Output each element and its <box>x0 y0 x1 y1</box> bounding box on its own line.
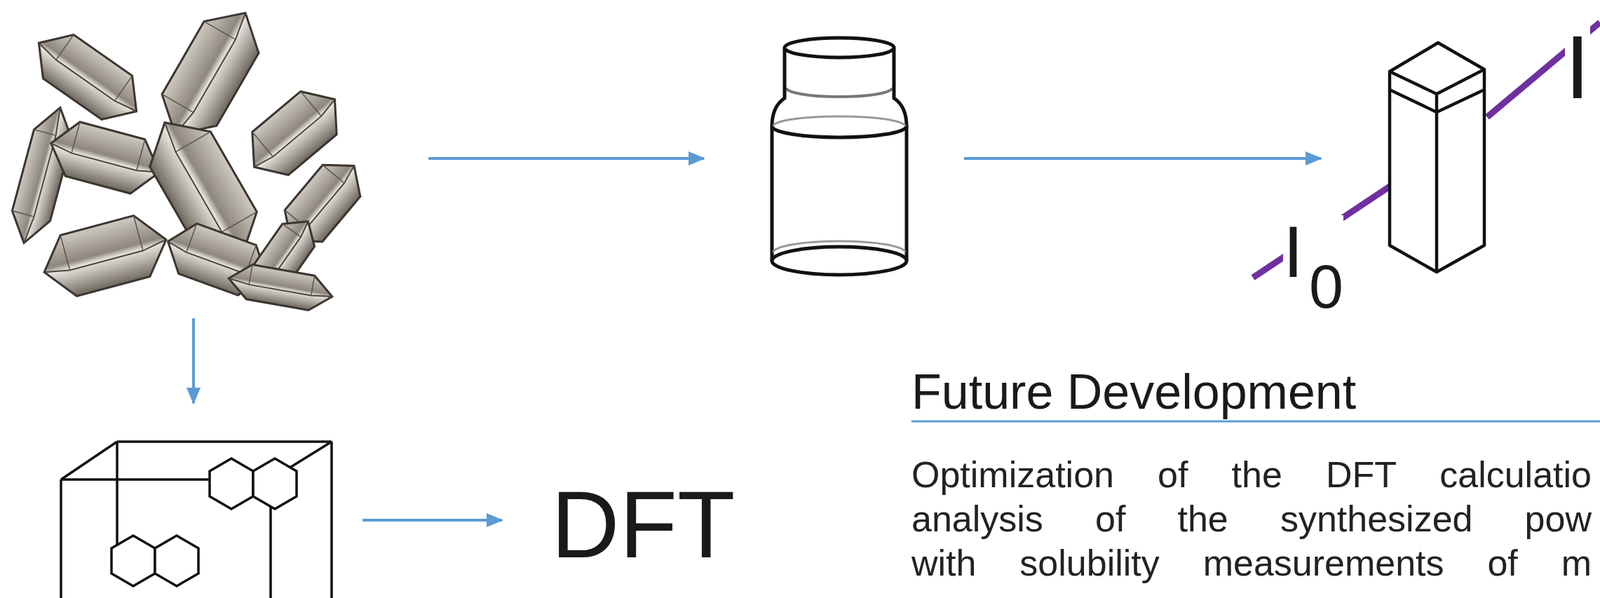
illustration-part <box>771 246 907 275</box>
illustration-part <box>225 260 336 314</box>
illustration-part <box>60 441 118 480</box>
illustration-part <box>117 440 332 444</box>
illustration-part <box>330 441 334 598</box>
illustration-part <box>784 37 894 58</box>
illustration-part <box>770 126 775 261</box>
illustration-part <box>773 241 906 253</box>
intensity-label: I <box>1564 22 1591 113</box>
crystal-structure-icon <box>60 441 332 598</box>
illustration-part <box>192 318 195 404</box>
illustration-part <box>905 126 909 261</box>
illustration-part <box>1389 89 1485 113</box>
text-line: with solubility measurements of m <box>911 541 1592 586</box>
illustration-part <box>428 157 704 160</box>
illustration-part <box>785 87 893 97</box>
illustration-part <box>771 126 907 138</box>
subscript: 0 <box>1309 251 1344 322</box>
heading-underline <box>911 420 1600 423</box>
section-heading: Future Development <box>911 367 1357 417</box>
illustration-part <box>892 47 897 88</box>
illustration-part <box>23 21 153 134</box>
method-label: DFT <box>551 477 735 573</box>
illustration-part <box>1435 93 1439 273</box>
illustration-part <box>253 458 297 510</box>
illustration-part <box>43 116 167 200</box>
text-line: analysis of the synthesized pow <box>911 497 1592 542</box>
cuvette-icon <box>1389 42 1485 273</box>
illustration-part <box>1487 22 1600 118</box>
jar-icon <box>771 37 907 275</box>
illustration-part <box>154 535 199 587</box>
illustration-part <box>115 441 119 561</box>
illustration-part <box>111 535 155 587</box>
intensity-label: I0 <box>1283 215 1344 289</box>
text-line: Optimization of the DFT calculatio <box>911 452 1592 498</box>
illustration-part <box>783 47 787 88</box>
illustration-part <box>35 208 174 303</box>
crystals <box>4 0 374 315</box>
illustration-part <box>1389 69 1485 94</box>
illustration-part <box>964 157 1321 160</box>
illustration-part <box>59 479 63 598</box>
illustration-part <box>773 116 906 127</box>
illustration-part <box>1389 42 1485 273</box>
illustration-part <box>209 458 254 510</box>
section-body: Optimization of the DFT calculatio analy… <box>911 452 1592 586</box>
illustration-part <box>362 518 503 522</box>
